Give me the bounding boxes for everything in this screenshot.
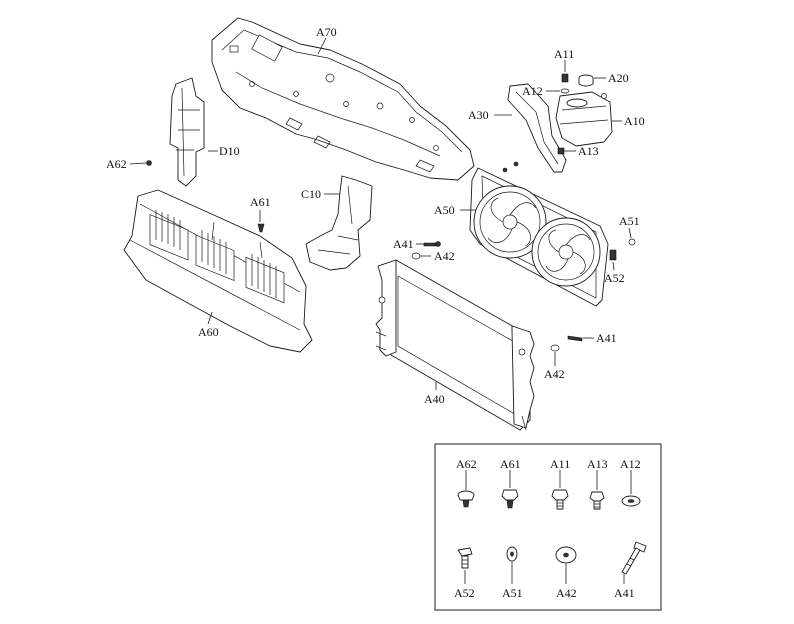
part-d10-side-deflector [169, 77, 205, 187]
label-a42-right: A42 [544, 367, 565, 381]
label-a52: A52 [604, 271, 625, 285]
label-a13: A13 [578, 144, 599, 158]
part-a40-radiator [375, 259, 535, 431]
part-a50-fan-shroud [469, 167, 609, 307]
label-a61: A61 [250, 195, 271, 209]
label-a30: A30 [468, 108, 489, 122]
fasteners-main [146, 73, 636, 352]
label-a50: A50 [434, 203, 455, 217]
label-c10: C10 [301, 187, 321, 201]
legend-a11-bolt-icon [551, 489, 569, 510]
legend-label-a61: A61 [500, 457, 521, 471]
part-a60-grille-shutter [123, 189, 313, 353]
legend-a61-clip-icon [501, 489, 519, 509]
part-c10-center-deflector [305, 175, 373, 271]
legend-label-a12: A12 [620, 457, 641, 471]
label-a42-top: A42 [434, 249, 455, 263]
part-a70-top-cover [211, 17, 475, 181]
legend-a42-washer-icon [555, 546, 577, 564]
part-a10-coolant-reservoir [555, 91, 613, 147]
legend-a52-bolt-icon [457, 547, 473, 569]
legend-label-a41: A41 [614, 586, 635, 600]
legend-label-a42: A42 [556, 586, 577, 600]
label-a41-top: A41 [393, 237, 414, 251]
label-a41-right: A41 [596, 331, 617, 345]
leader-lines [129, 37, 632, 390]
legend-a41-long-bolt-icon [621, 541, 647, 575]
part-labels: A70 A11 A20 A12 A10 A30 A13 D10 A62 C10 … [106, 25, 645, 406]
label-a20: A20 [608, 71, 629, 85]
label-d10: D10 [219, 144, 240, 158]
label-a12: A12 [522, 84, 543, 98]
label-a10: A10 [624, 114, 645, 128]
label-a11: A11 [554, 47, 574, 61]
label-a62: A62 [106, 157, 127, 171]
label-a40: A40 [424, 392, 445, 406]
part-a30-bracket [507, 83, 567, 173]
legend-label-a52: A52 [454, 586, 475, 600]
legend-a51-washer-icon [506, 546, 518, 562]
legend-a12-washer-icon [621, 495, 641, 507]
label-a60: A60 [198, 325, 219, 339]
legend-a13-bolt-icon [589, 491, 605, 510]
legend-label-a51: A51 [502, 586, 523, 600]
legend-label-a11: A11 [550, 457, 570, 471]
label-a70: A70 [316, 25, 337, 39]
label-a51: A51 [619, 214, 640, 228]
legend-a62-clip-icon [457, 490, 475, 508]
fastener-legend: A62 A61 A11 A13 A12 A52 A51 A42 A41 [434, 443, 662, 611]
legend-label-a62: A62 [456, 457, 477, 471]
legend-label-a13: A13 [587, 457, 608, 471]
